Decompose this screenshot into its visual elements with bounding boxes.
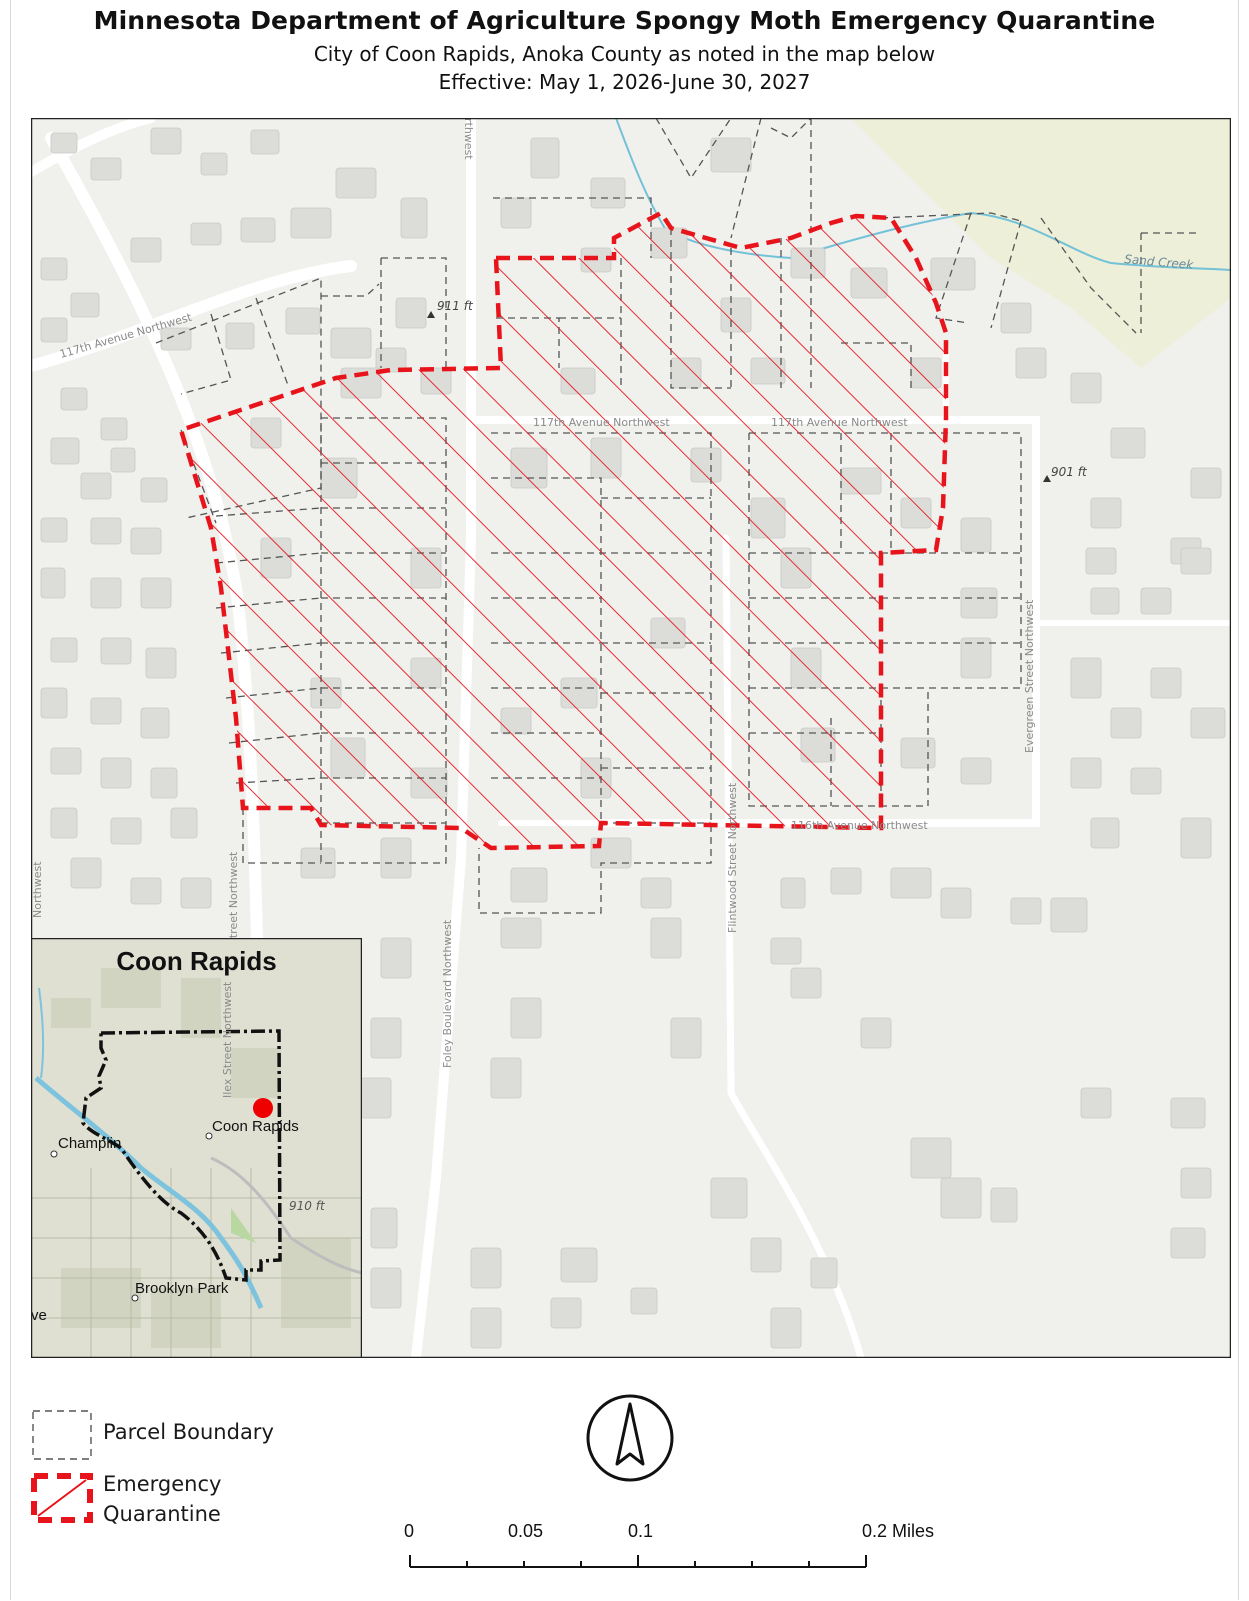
elevation-label-911: 911 ft — [437, 299, 474, 313]
inset-label-partial-place: ve — [31, 1307, 47, 1324]
park-area — [851, 118, 1231, 368]
brooklyn-park-point-icon — [131, 1294, 139, 1302]
label-top-street: rthwest — [462, 118, 475, 160]
main-map-frame — [31, 118, 1231, 1358]
inset-grid-streets — [31, 1168, 362, 1358]
inset-frame — [30, 937, 363, 1359]
legend-swatches — [31, 1410, 93, 1523]
inset-label-ilex-st: Ilex Street Northwest — [221, 981, 234, 1098]
inset-map[interactable]: Coon Rapids Champlin Brooklyn Park ve 91… — [30, 937, 363, 1359]
label-flintwood-st: Flintwood Street Northwest — [726, 782, 739, 933]
legend-quarantine-label-line2: Quarantine — [103, 1502, 221, 1526]
legend-quarantine-label-line1: Emergency — [103, 1472, 222, 1496]
scale-label-0: 0 — [404, 1521, 415, 1541]
label-116th-ave: 116th Avenue Northwest — [791, 819, 928, 832]
inset-label-champlin: Champlin — [58, 1135, 121, 1152]
elevation-marker-icon — [1043, 475, 1051, 482]
map-subtitle-effective-dates: Effective: May 1, 2026-June 30, 2027 — [438, 70, 811, 94]
coon-rapids-city-boundary — [81, 1029, 282, 1282]
elevation-marker-icon — [427, 311, 435, 318]
page-frame — [10, 0, 1239, 1600]
champlin-point-icon — [50, 1150, 58, 1158]
map-title: Minnesota Department of Agriculture Spon… — [93, 6, 1156, 35]
scale-label-0-05: 0.05 — [508, 1521, 544, 1541]
north-arrow-icon — [586, 1394, 674, 1482]
legend-quarantine-swatch — [31, 1473, 93, 1523]
label-117th-ave-east: 117th Avenue Northwest — [771, 416, 908, 429]
label-left-edge-street: Northwest — [31, 861, 44, 918]
inset-elevation-label: 910 ft — [289, 1199, 326, 1213]
inset-title: Coon Rapids — [116, 946, 277, 976]
label-sand-creek: Sand Creek — [1124, 252, 1195, 272]
label-117th-ave-mid: 117th Avenue Northwest — [533, 416, 670, 429]
map-subtitle-location: City of Coon Rapids, Anoka County as not… — [313, 42, 936, 66]
label-foley-blvd: Foley Boulevard Northwest — [441, 919, 454, 1068]
inset-river — [34, 1076, 264, 1309]
scale-bar — [409, 1555, 867, 1568]
legend-parcel-swatch — [32, 1410, 92, 1460]
main-map[interactable]: 911 ft 901 ft 117th Avenue Northwest 117… — [31, 118, 1231, 1358]
inset-park — [231, 1208, 256, 1243]
scale-label-0-1: 0.1 — [628, 1521, 654, 1541]
inset-creek — [38, 987, 45, 1079]
quarantine-location-marker — [253, 1098, 273, 1118]
inset-highway — [210, 1156, 363, 1275]
coon-rapids-point-icon — [205, 1132, 213, 1140]
inset-label-coon-rapids: Coon Rapids — [212, 1118, 299, 1135]
elevation-label-901: 901 ft — [1051, 465, 1088, 479]
scale-label-0-2-miles: 0.2 Miles — [862, 1521, 935, 1541]
legend-quarantine-hatch — [37, 1479, 87, 1517]
label-evergreen-st: Evergreen Street Northwest — [1023, 599, 1036, 753]
legend-parcel-label: Parcel Boundary — [103, 1420, 274, 1444]
inset-label-brooklyn-park: Brooklyn Park — [135, 1280, 229, 1297]
